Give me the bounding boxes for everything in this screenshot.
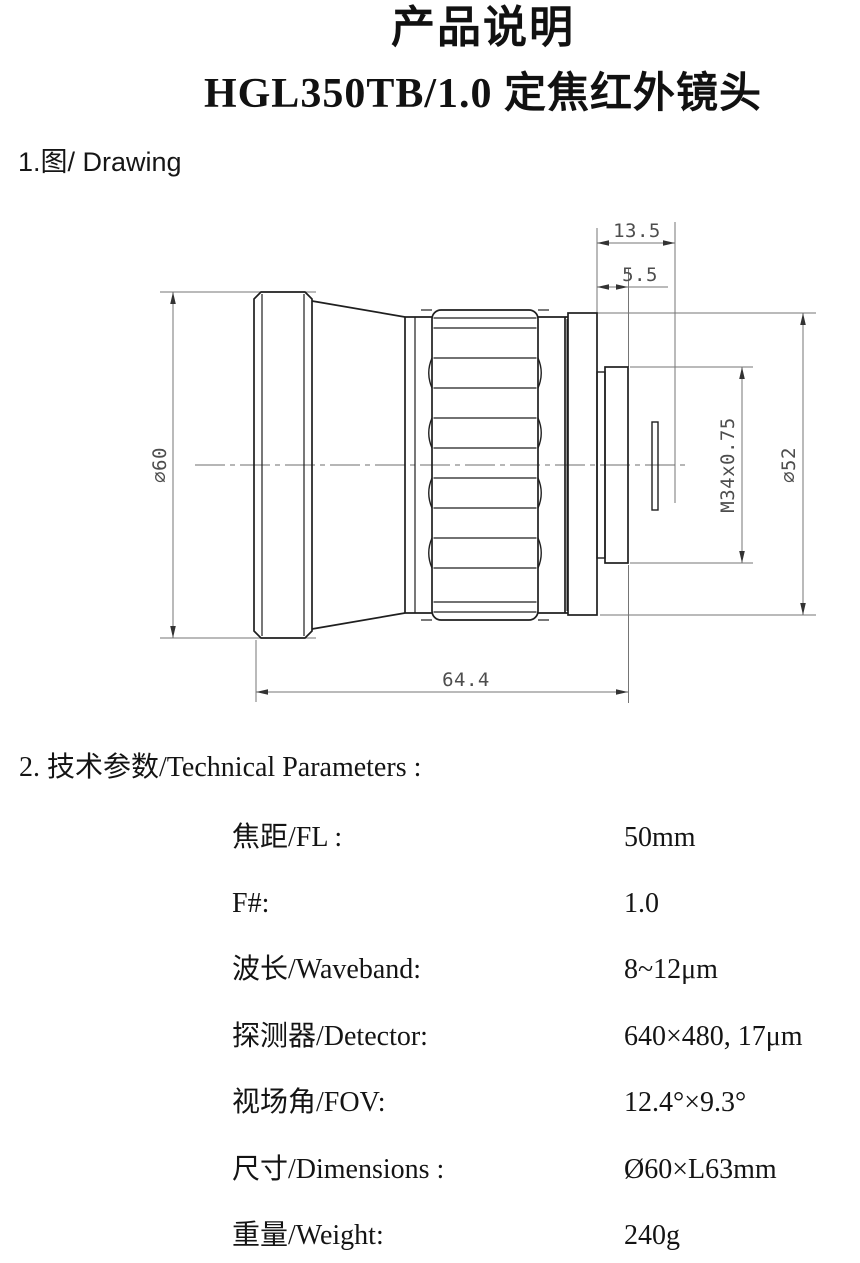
section-heading-parameters: 2. 技术参数/Technical Parameters :: [19, 752, 422, 783]
knurl-facet-lines: [433, 317, 537, 613]
parameter-value: 240g: [624, 1220, 680, 1251]
parameter-value: Ø60×L63mm: [624, 1154, 777, 1185]
product-model-subtitle: HGL350TB/1.0 定焦红外镜头: [203, 71, 763, 117]
page-title: 产品说明: [391, 3, 575, 52]
dim-64-4: 64.4: [442, 669, 490, 691]
dim-rear-diameter: ∅52: [778, 447, 800, 483]
dim-front-diameter: ∅60: [149, 447, 171, 483]
section-heading-drawing: 1.图/ Drawing: [18, 147, 182, 177]
parameter-label: 波长/Waveband:: [232, 954, 422, 985]
parameter-value: 1.0: [624, 888, 659, 919]
parameter-label: 视场角/FOV:: [232, 1087, 386, 1118]
parameter-label: F#:: [232, 888, 270, 919]
knurl-scallops: [428, 357, 542, 569]
parameter-label: 焦距/FL :: [232, 822, 343, 853]
lens-technical-drawing: 13.5 5.5 64.4 ∅60 ∅52 M34x0.75: [149, 220, 816, 703]
dim-thread-spec: M34x0.75: [717, 417, 739, 513]
parameter-label: 探测器/Detector:: [232, 1021, 428, 1052]
dim-13-5: 13.5: [613, 220, 661, 242]
lens-body-outline: [253, 291, 659, 639]
parameter-value: 12.4°×9.3°: [624, 1087, 747, 1118]
parameter-value: 640×480, 17μm: [624, 1021, 803, 1052]
parameter-value: 8~12μm: [624, 954, 718, 985]
dim-5-5: 5.5: [622, 264, 658, 286]
dimension-arrowheads: [170, 240, 806, 695]
parameter-label: 重量/Weight:: [232, 1220, 384, 1251]
parameter-label: 尺寸/Dimensions :: [232, 1154, 445, 1185]
parameter-value: 50mm: [624, 822, 696, 853]
dimension-lines: [160, 222, 816, 703]
